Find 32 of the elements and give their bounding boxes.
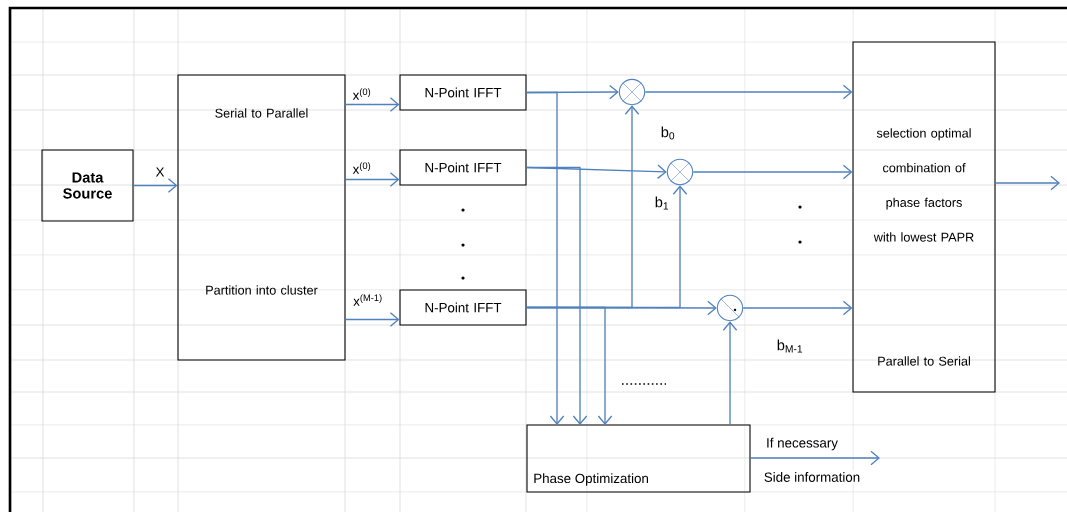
arrow: [132, 178, 178, 193]
process-box: Serial to Parallel Partition into cluster: [177, 74, 346, 361]
arrow: [525, 91, 565, 425]
coefficient-label: b$_{1}$: [655, 196, 669, 210]
coefficient-label: b$_{0}$: [661, 126, 675, 140]
arrow: [692, 164, 853, 180]
arrow: [749, 450, 880, 466]
process-box: N-Point IFFT: [399, 289, 527, 326]
arrow: [525, 306, 613, 425]
multiplier-circle: [666, 158, 694, 186]
arrow: [722, 321, 738, 426]
arrow: [994, 175, 1060, 191]
edge-label: x$^{(M-1)}$: [353, 294, 382, 306]
arrow: [344, 97, 400, 112]
coefficient-label: b$_{M-1}$: [777, 339, 803, 353]
process-box: Data Source: [41, 149, 134, 222]
arrow: [344, 312, 400, 327]
process-box: selection optimal combination of phase factors with lowest PAPR Parallel to Serial: [852, 41, 996, 393]
edge-label: x$^{(0)}$: [352, 88, 371, 100]
process-box: N-Point IFFT: [399, 74, 527, 111]
arrow: [644, 84, 853, 100]
arrow: [525, 166, 588, 425]
process-box: N-Point IFFT: [399, 149, 527, 186]
arrow: [344, 172, 400, 187]
edge-label: x$^{(0)}$: [352, 162, 371, 174]
multiplier-circle: [618, 78, 646, 106]
edge-label: If necessary: [767, 437, 838, 451]
side-label: Side information: [762, 470, 862, 484]
arrow: [742, 300, 853, 316]
edge-label: X: [155, 167, 165, 177]
multiplier-circle: [716, 294, 744, 322]
process-box: Phase Optimization: [526, 424, 751, 493]
